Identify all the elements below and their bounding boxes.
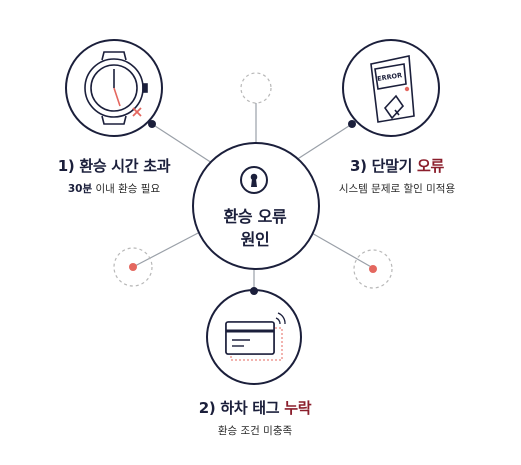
cause-terminal-title-highlight: 오류 xyxy=(417,157,445,175)
connector-dot xyxy=(250,287,258,295)
cause-tag-subtitle: 환승 조건 미충족 xyxy=(180,423,330,438)
kiosk-screen-text: ERROR xyxy=(377,71,403,83)
connector-dot xyxy=(148,120,156,128)
cross-icon xyxy=(132,107,142,117)
connector-kiosk xyxy=(295,123,353,161)
card-icon xyxy=(225,312,286,361)
kiosk-node: ERROR xyxy=(342,39,440,137)
center-label-line1: 환승 오류 xyxy=(223,207,287,226)
card-node xyxy=(206,287,302,385)
center-circle xyxy=(192,142,320,270)
watch-icon xyxy=(84,51,148,125)
cause-tag-title: 2) 하차 태그 누락 xyxy=(180,397,330,418)
connector-right-dot xyxy=(309,231,374,269)
cause-terminal-subtitle-text: 시스템 문제로 할인 미적용 xyxy=(338,183,456,195)
center-label: 환승 오류 원인 xyxy=(205,205,305,251)
cause-terminal-title: 3) 단말기 오류 xyxy=(325,155,469,176)
cause-time-label: 1) 환승 시간 초과 30분 이내 환승 필요 xyxy=(40,155,188,196)
cause-tag-subtitle-text: 환승 조건 미충족 xyxy=(217,425,293,437)
cause-tag-title-text: 2) 하차 태그 xyxy=(198,399,285,417)
connector-watch xyxy=(151,123,213,164)
cause-time-subtitle-rest: 이내 환승 필요 xyxy=(92,183,161,195)
accent-dot-left xyxy=(129,263,137,271)
kiosk-indicator-dot xyxy=(404,86,410,92)
connector-left-dot xyxy=(132,231,201,268)
cause-terminal-label: 3) 단말기 오류 시스템 문제로 할인 미적용 xyxy=(325,155,469,196)
keyhole-icon xyxy=(240,166,268,194)
kiosk-icon: ERROR xyxy=(370,55,415,123)
dashed-circle-top xyxy=(240,72,272,104)
connector-dot xyxy=(348,120,356,128)
cause-tag-title-highlight: 누락 xyxy=(284,399,312,417)
accent-dot-right xyxy=(369,265,377,273)
center-label-line2: 원인 xyxy=(240,230,270,249)
dashed-circle-right xyxy=(353,249,393,289)
cause-terminal-subtitle: 시스템 문제로 할인 미적용 xyxy=(325,181,469,196)
watch-node xyxy=(65,39,163,137)
cause-time-title: 1) 환승 시간 초과 xyxy=(40,155,188,176)
cause-time-subtitle-bold: 30분 xyxy=(67,183,93,195)
dashed-circle-left xyxy=(113,247,153,287)
cause-time-subtitle: 30분 이내 환승 필요 xyxy=(40,181,188,196)
cause-tag-label: 2) 하차 태그 누락 환승 조건 미충족 xyxy=(180,397,330,438)
cause-time-title-text: 1) 환승 시간 초과 xyxy=(57,157,171,175)
cause-terminal-title-text: 3) 단말기 xyxy=(349,157,418,175)
